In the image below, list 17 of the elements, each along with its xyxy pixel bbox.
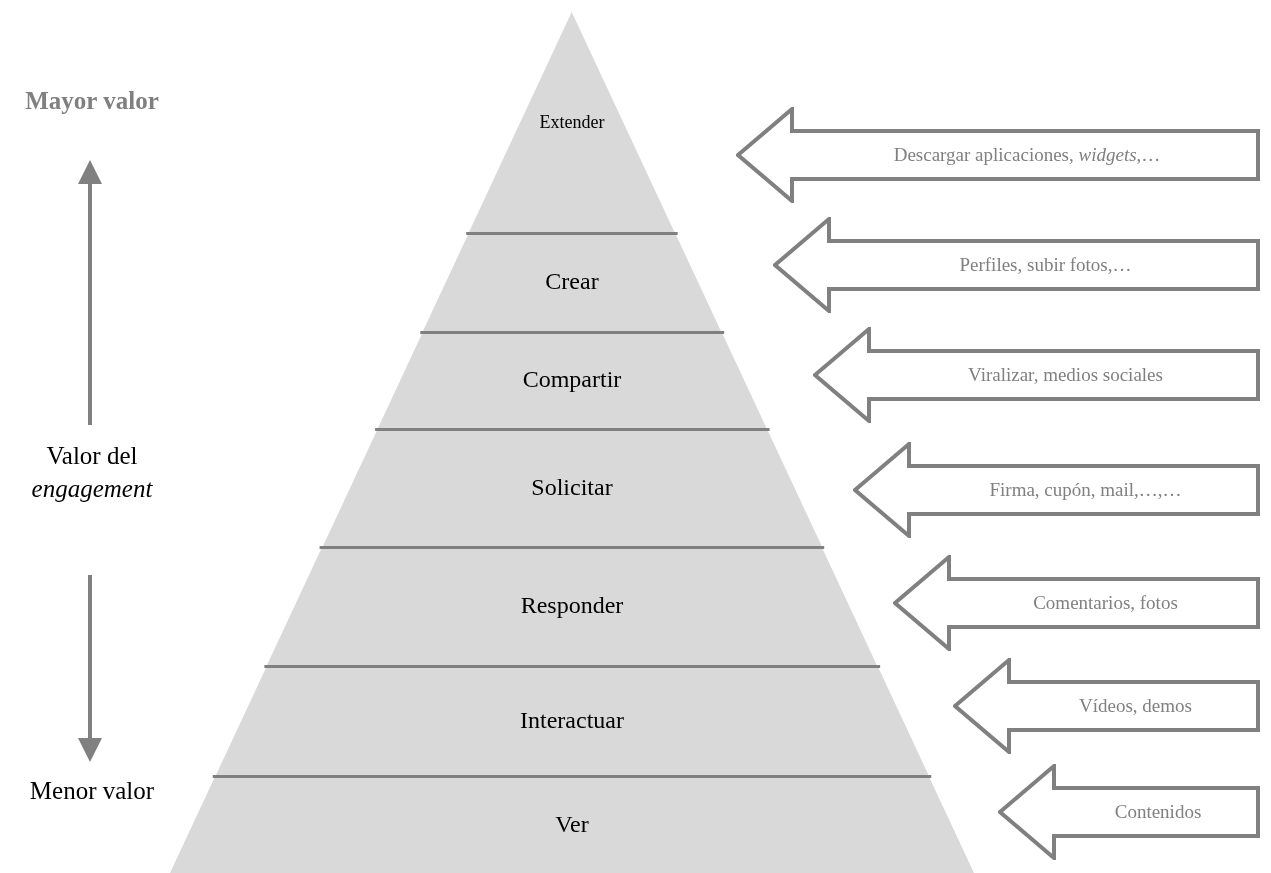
pointed-tag-box: Perfiles, subir fotos,… bbox=[773, 217, 1260, 313]
pointed-tag-box: Contenidos bbox=[998, 764, 1260, 860]
pyramid-level: Compartir bbox=[377, 331, 767, 428]
axis-label: Mayor valor bbox=[24, 86, 160, 116]
axis-label: Valor del engagement bbox=[30, 441, 154, 504]
pointed-tag-box: Descargar aplicaciones, widgets,… bbox=[736, 107, 1260, 203]
pointed-tag-box: Firma, cupón, mail,…,… bbox=[853, 442, 1260, 538]
pointed-tag-box: Vídeos, demos bbox=[953, 658, 1260, 754]
pointed-tag-box: Comentarios, fotos bbox=[893, 555, 1260, 651]
pyramid-level: Extender bbox=[469, 12, 675, 232]
pyramid-level: Crear bbox=[423, 232, 721, 331]
axis-label: Menor valor bbox=[28, 776, 156, 806]
pointed-tag-box: Viralizar, medios sociales bbox=[813, 327, 1260, 423]
pyramid-level: Responder bbox=[267, 546, 877, 665]
pyramid-level: Interactuar bbox=[215, 665, 929, 775]
pyramid-level: Ver bbox=[170, 775, 974, 873]
pyramid-level: Solicitar bbox=[322, 428, 822, 546]
